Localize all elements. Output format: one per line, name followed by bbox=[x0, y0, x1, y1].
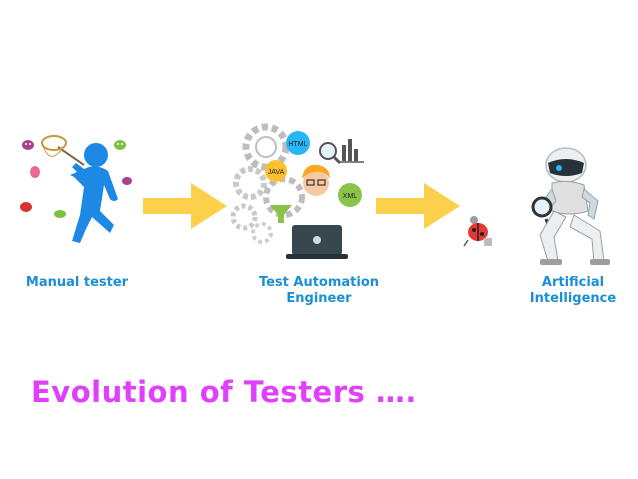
svg-text:HTML: HTML bbox=[288, 141, 307, 148]
gear-icon bbox=[263, 176, 305, 218]
bug-icon bbox=[30, 166, 40, 178]
manual-tester-figure bbox=[14, 125, 144, 255]
svg-text:JAVA: JAVA bbox=[268, 169, 285, 176]
bar-chart-icon bbox=[340, 139, 364, 163]
laptop-icon bbox=[286, 225, 348, 259]
ai-label-line1: Artificial bbox=[541, 275, 605, 290]
bug-icon bbox=[54, 210, 66, 218]
automation-engineer-figure: HTML JAVA XML bbox=[230, 123, 375, 260]
arrow-right-icon bbox=[143, 183, 227, 234]
html-bubble-icon: HTML bbox=[286, 131, 310, 155]
xml-bubble-icon: XML bbox=[338, 183, 362, 207]
bug-icon bbox=[114, 140, 126, 150]
svg-text:XML: XML bbox=[343, 193, 358, 200]
arrow-right-icon bbox=[376, 183, 460, 234]
funnel-icon bbox=[270, 205, 292, 223]
automation-engineer-label-line2: Engineer bbox=[286, 291, 352, 306]
ai-label: Artificial Intelligence bbox=[521, 275, 625, 307]
bug-icon bbox=[122, 177, 132, 185]
magnifier-icon bbox=[319, 142, 342, 165]
ai-robot-figure bbox=[518, 145, 618, 270]
gear-icon bbox=[251, 222, 273, 244]
automation-engineer-label-line1: Test Automation bbox=[258, 275, 380, 290]
gear-icon bbox=[233, 166, 267, 200]
bug-icon bbox=[22, 140, 34, 150]
java-bubble-icon: JAVA bbox=[265, 160, 287, 182]
manual-tester-label-line1: Manual tester bbox=[25, 275, 129, 290]
manual-tester-label: Manual tester bbox=[22, 275, 132, 291]
automation-engineer-label: Test Automation Engineer bbox=[244, 275, 394, 307]
gear-icon bbox=[230, 203, 258, 231]
bug-icon bbox=[20, 202, 32, 212]
page-title: Evolution of Testers …. bbox=[31, 375, 417, 409]
ai-label-line2: Intelligence bbox=[529, 291, 617, 306]
ladybug-bot-icon bbox=[460, 212, 498, 255]
